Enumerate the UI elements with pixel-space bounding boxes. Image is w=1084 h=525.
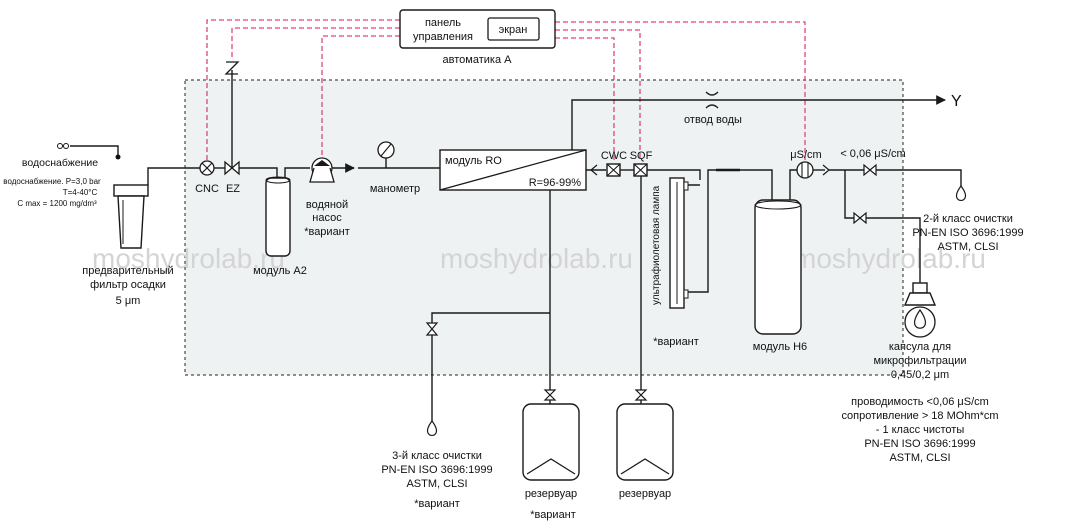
inlet-pipe <box>147 167 200 185</box>
module-h6 <box>754 199 802 335</box>
prefilter-label-2: фильтр осадки <box>90 279 166 291</box>
drain-mark: Y <box>951 93 962 110</box>
class1-line-5: ASTM, CLSI <box>889 452 950 464</box>
capsule-line-2: микрофильтрации <box>873 355 966 367</box>
limit-label: < 0,06 μS/cm <box>840 148 905 160</box>
class1-line-1: проводимость <0,06 μS/cm <box>851 396 989 408</box>
class1-line-2: сопротивление > 18 MOhm*cm <box>841 410 998 422</box>
drain-label: отвод воды <box>684 114 742 126</box>
class2-line-3: ASTM, CLSI <box>937 241 998 253</box>
ez-vent-icon <box>224 61 240 75</box>
supply-node <box>115 154 121 160</box>
class3-line-4: *вариант <box>414 498 460 510</box>
class2-line-2: PN-EN ISO 3696:1999 <box>912 227 1023 239</box>
watermark-center: moshydrolab.ru <box>440 243 633 274</box>
class1-line-4: PN-EN ISO 3696:1999 <box>864 438 975 450</box>
reservoir1-variant: *вариант <box>530 509 576 521</box>
class2-drop-icon <box>955 184 967 202</box>
pump-variant: *вариант <box>304 226 350 238</box>
uv-variant: *вариант <box>653 336 699 348</box>
reservoir-1 <box>522 403 580 481</box>
capsule-line-3: 0,45/0,2 μm <box>891 369 949 381</box>
class1-line-3: - 1 класс чистоты <box>876 424 965 436</box>
supply-icon <box>63 143 69 149</box>
capsule-valve <box>853 211 867 225</box>
supply-title: водоснабжение <box>22 157 98 169</box>
class3-line-1: 3-й класс очистки <box>392 450 482 462</box>
module-ro-label: модуль RO <box>445 155 502 167</box>
control-panel-label-1: панель <box>425 17 461 29</box>
uv-lamp-label: ультрафиолетовая лампа <box>650 185 662 305</box>
microfiltration-capsule <box>903 282 937 338</box>
supply-cmax: C max = 1200 mg/dm³ <box>17 199 97 208</box>
check-valve-icon <box>590 164 598 176</box>
drain-line <box>571 95 946 150</box>
prefilter-label-3: 5 μm <box>116 295 141 307</box>
manometer-label: манометр <box>370 183 420 195</box>
module-a2 <box>265 177 291 257</box>
cnc-label: CNC <box>195 183 219 195</box>
us-cm-label: μS/cm <box>790 149 821 161</box>
screen-label: экран <box>499 24 528 36</box>
pump-label-2: насос <box>312 212 342 224</box>
conductivity-sensor <box>796 161 814 179</box>
reservoir2-label: резервуар <box>619 488 671 500</box>
ez-label: EZ <box>226 183 240 195</box>
prefilter-label-1: предварительный <box>82 265 173 277</box>
class3-line-2: PN-EN ISO 3696:1999 <box>381 464 492 476</box>
control-panel-label-2: управления <box>413 31 473 43</box>
drain-restrictor-icon <box>705 91 719 109</box>
class2-line-1: 2-й класс очистки <box>923 213 1013 225</box>
reservoir1-valve <box>543 389 557 401</box>
watermark-right: moshydrolab.ru <box>793 243 986 274</box>
module-a2-label: модуль A2 <box>253 265 307 277</box>
sqf-label: SQF <box>630 150 653 162</box>
class3-drop-icon <box>426 419 438 437</box>
class3-valve <box>425 322 439 336</box>
supply-pressure: водоснабжение. P=3,0 bar <box>3 177 101 186</box>
outlet-valve-1 <box>863 163 877 177</box>
reservoir-2 <box>616 403 674 481</box>
module-h6-label: модуль H6 <box>753 341 807 353</box>
prefilter <box>113 184 149 249</box>
automation-label: автоматика A <box>443 54 513 66</box>
pump-label-1: водяной <box>306 199 348 211</box>
reservoir1-label: резервуар <box>525 488 577 500</box>
cwc-label: CWC <box>601 150 627 162</box>
control-signal-lines <box>206 19 806 160</box>
ro-ratio-label: R=96-99% <box>529 177 582 189</box>
supply-temperature: T=4-40°C <box>63 188 98 197</box>
capsule-line-1: капсула для <box>889 341 951 353</box>
screen-box <box>487 17 540 41</box>
reservoir2-valve <box>634 389 648 401</box>
class3-line-3: ASTM, CLSI <box>406 478 467 490</box>
